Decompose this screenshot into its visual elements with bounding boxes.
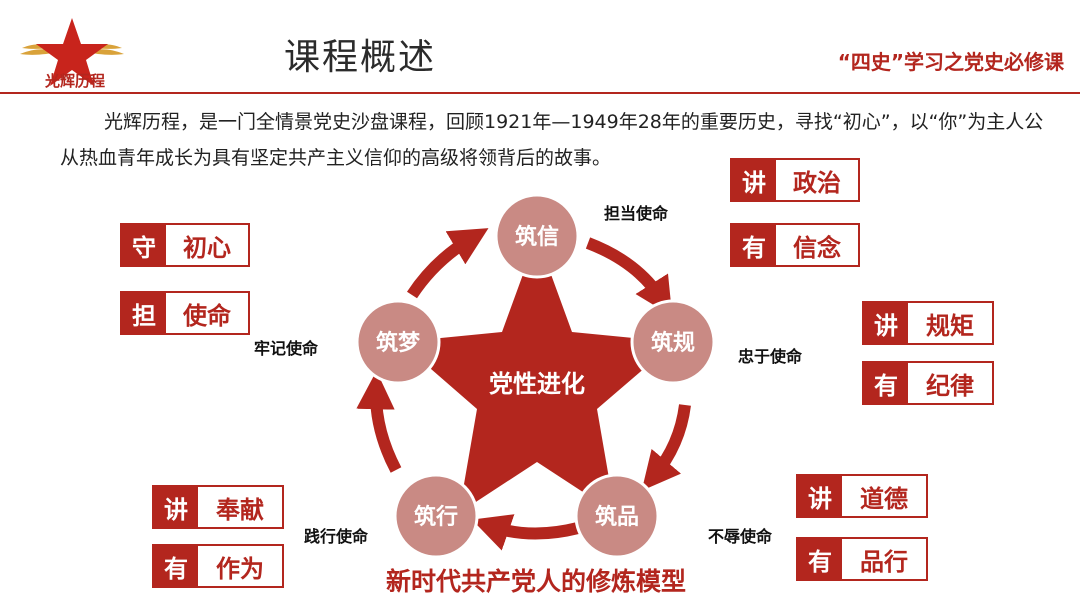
arrow-meng-xin xyxy=(406,228,489,299)
intro-paragraph: 光辉历程，是一门全情景党史沙盘课程，回顾1921年—1949年28年的重要历史，… xyxy=(60,104,1060,176)
center-star xyxy=(400,236,675,513)
page-title: 课程概述 xyxy=(284,37,437,78)
label-box: 有 作为 xyxy=(152,544,284,588)
label-box-key: 有 xyxy=(864,363,908,403)
intro-text: 光辉历程，是一门全情景党史沙盘课程，回顾1921年—1949年28年的重要历史，… xyxy=(60,111,1044,169)
label-box-key: 有 xyxy=(154,546,198,586)
node-zhumeng-label: 筑梦 xyxy=(376,330,421,356)
header-tag: “四史”学习之党史必修课 xyxy=(837,50,1064,74)
header-divider xyxy=(0,92,1080,94)
arrow-xing-meng xyxy=(356,370,402,473)
label-box-key: 讲 xyxy=(732,160,776,200)
logo-text: 光辉历程 xyxy=(44,72,105,90)
label-box-value: 规矩 xyxy=(926,311,974,340)
arrow-gui-pin xyxy=(641,404,691,491)
label-box: 有 纪律 xyxy=(862,361,994,405)
label-box: 有 信念 xyxy=(730,223,860,267)
label-box: 守 初心 xyxy=(120,223,250,267)
node-zhuxin xyxy=(494,193,580,279)
label-box-value: 初心 xyxy=(183,233,231,262)
mission-label-3: 不辱使命 xyxy=(708,527,773,546)
mission-label-5: 牢记使命 xyxy=(254,339,319,358)
node-zhuxing xyxy=(393,473,479,559)
label-box: 讲 道德 xyxy=(796,474,928,518)
node-zhupin-label: 筑品 xyxy=(595,504,639,530)
label-box-value: 政治 xyxy=(793,168,841,197)
label-box-value: 使命 xyxy=(183,301,231,330)
label-box-value: 品行 xyxy=(860,547,908,576)
center-label: 党性进化 xyxy=(489,370,585,398)
label-box: 讲 奉献 xyxy=(152,485,284,529)
label-box-key: 讲 xyxy=(154,487,198,527)
label-box-value: 道德 xyxy=(860,484,908,513)
mission-label-4: 践行使命 xyxy=(304,527,369,546)
node-zhuxing-label: 筑行 xyxy=(414,504,458,530)
label-box-key: 讲 xyxy=(798,476,842,516)
label-box-key: 守 xyxy=(122,225,166,265)
label-box-key: 担 xyxy=(122,293,166,333)
diagram-caption: 新时代共产党人的修炼模型 xyxy=(386,567,687,596)
red-star-with-wings-icon xyxy=(20,18,124,86)
node-zhuxin-label: 筑信 xyxy=(515,224,559,250)
label-box-value: 纪律 xyxy=(926,371,974,400)
label-box: 讲 政治 xyxy=(730,158,860,202)
label-box-key: 讲 xyxy=(864,303,908,343)
label-box-key: 有 xyxy=(732,225,776,265)
mission-label-2: 忠于使命 xyxy=(738,347,803,366)
label-box-value: 奉献 xyxy=(216,495,264,524)
label-box: 担 使命 xyxy=(120,291,250,335)
label-box-key: 有 xyxy=(798,539,842,579)
label-box: 讲 规矩 xyxy=(862,301,994,345)
node-zhugui-label: 筑规 xyxy=(651,330,695,356)
label-box-value: 作为 xyxy=(216,554,264,583)
node-zhumeng xyxy=(355,299,441,385)
mission-label-1: 担当使命 xyxy=(604,204,669,223)
arrow-pin-xing xyxy=(471,514,580,551)
node-zhupin xyxy=(574,473,660,559)
node-zhugui xyxy=(630,299,716,385)
arrow-xin-gui xyxy=(585,237,673,317)
label-box-value: 信念 xyxy=(793,233,841,262)
label-box: 有 品行 xyxy=(796,537,928,581)
